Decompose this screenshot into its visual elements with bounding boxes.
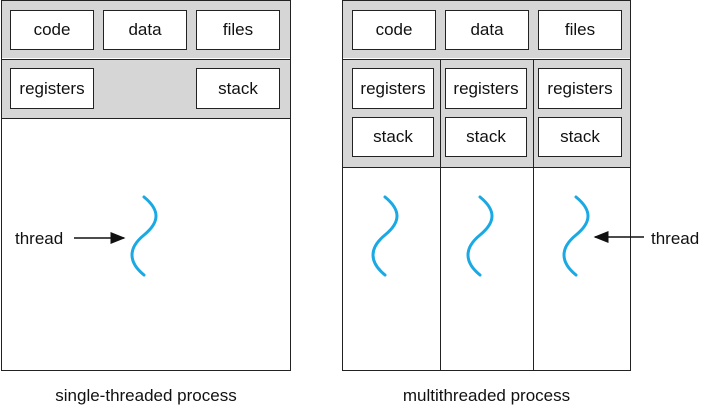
single-threaded-process bbox=[1, 0, 291, 371]
files-box: files bbox=[196, 10, 280, 50]
thread-column-divider bbox=[440, 59, 441, 371]
divider bbox=[342, 59, 631, 60]
stack-box: stack bbox=[445, 117, 527, 157]
registers-box: registers bbox=[352, 68, 434, 109]
thread-squiggle bbox=[130, 195, 158, 277]
files-box: files bbox=[538, 10, 622, 50]
stack-box: stack bbox=[352, 117, 434, 157]
thread-label: thread bbox=[15, 229, 64, 248]
thread-squiggle bbox=[466, 195, 494, 277]
thread-squiggle bbox=[371, 195, 399, 277]
registers-box: registers bbox=[10, 68, 94, 109]
thread-column-divider bbox=[533, 59, 534, 371]
multithreaded-process bbox=[342, 0, 631, 371]
data-box: data bbox=[445, 10, 529, 50]
code-box: code bbox=[352, 10, 436, 50]
single-caption: single-threaded process bbox=[55, 386, 237, 405]
stack-box: stack bbox=[196, 68, 280, 109]
registers-box: registers bbox=[538, 68, 622, 109]
divider bbox=[342, 167, 631, 168]
divider bbox=[1, 118, 291, 119]
divider bbox=[1, 59, 291, 60]
multi-caption: multithreaded process bbox=[402, 386, 571, 405]
code-box: code bbox=[10, 10, 94, 50]
thread-label: thread bbox=[651, 229, 700, 248]
data-box: data bbox=[103, 10, 187, 50]
registers-box: registers bbox=[445, 68, 527, 109]
thread-squiggle bbox=[562, 195, 590, 277]
stack-box: stack bbox=[538, 117, 622, 157]
